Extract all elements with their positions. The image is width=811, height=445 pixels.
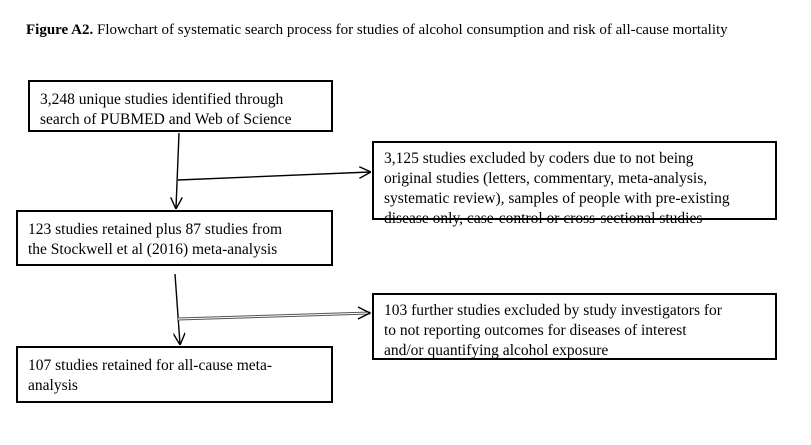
box-line: 103 further studies excluded by study in… [384, 302, 722, 319]
box-studies-identified: 3,248 unique studies identified through … [28, 80, 333, 132]
box-line: analysis [28, 377, 78, 394]
box-line: and/or quantifying alcohol exposure [384, 342, 609, 359]
box-line: disease only, case-control or cross-sect… [384, 210, 703, 227]
box-line: 3,248 unique studies identified through [40, 91, 284, 108]
box-line: 123 studies retained plus 87 studies fro… [28, 221, 282, 238]
arrow-retained-to-final [175, 273, 180, 344]
figure-caption: Figure A2. Flowchart of systematic searc… [26, 20, 796, 41]
box-line: search of PUBMED and Web of Science [40, 111, 292, 128]
box-line: 3,125 studies excluded by coders due to … [384, 150, 694, 167]
box-line: 107 studies retained for all-cause meta- [28, 357, 273, 374]
box-final-meta-analysis: 107 studies retained for all-cause meta-… [16, 346, 333, 403]
arrow-to-excluded-investigators-inner [177, 312, 371, 320]
box-line: the Stockwell et al (2016) meta-analysis [28, 241, 278, 258]
box-line: systematic review), samples of people wi… [384, 190, 730, 207]
box-line: to not reporting outcomes for diseases o… [384, 322, 687, 339]
box-excluded-by-coders: 3,125 studies excluded by coders due to … [372, 141, 777, 227]
figure-caption-text: Flowchart of systematic search process f… [93, 22, 728, 38]
figure-label: Figure A2. [26, 22, 94, 38]
arrow-to-excluded-coders [177, 172, 370, 181]
box-studies-retained: 123 studies retained plus 87 studies fro… [16, 210, 333, 266]
arrow-identified-to-retained [176, 132, 179, 208]
arrow-to-excluded-investigators [177, 311, 371, 321]
box-line: original studies (letters, commentary, m… [384, 170, 708, 187]
arrow-to-excluded-investigators-head [357, 306, 372, 320]
box-excluded-by-investigators: 103 further studies excluded by study in… [372, 293, 777, 360]
